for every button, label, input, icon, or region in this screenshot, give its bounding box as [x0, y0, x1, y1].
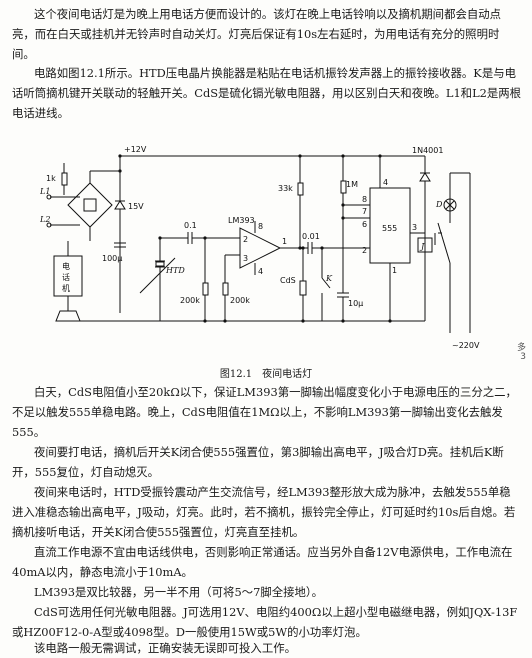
label-pin2: 2	[243, 235, 248, 244]
body-paragraph-5: LM393是双比较器，另一半不用（可将5～7脚全接地）。	[34, 585, 323, 599]
body-paragraph-4: 直流工作电源不宜由电话线供电，否则影响正常通话。应当另外自备12V电源供电，工作…	[12, 545, 513, 579]
label-555-pin8: 8	[362, 195, 367, 204]
figure-caption: 图12.1 夜间电话灯	[219, 369, 313, 380]
label-lm393: LM393	[228, 216, 255, 225]
label-555-pin2: 2	[362, 246, 367, 255]
label-555-pin4: 4	[383, 178, 388, 187]
label-phone-2: 话	[62, 272, 70, 282]
label-k: K	[325, 274, 333, 283]
label-100u: 100μ	[102, 254, 122, 263]
label-200k-a: 200k	[180, 296, 200, 305]
label-200k-b: 200k	[230, 296, 250, 305]
label-555-pin3: 3	[412, 223, 417, 232]
label-phone-3: 机	[62, 283, 70, 293]
label-l2: L2	[40, 215, 50, 224]
label-555-pin6: 6	[362, 220, 367, 229]
intro-paragraph-2: 电路如图12.1所示。HTD压电晶片换能器是粘贴在电话机振铃发声器上的振铃接收器…	[12, 66, 522, 120]
label-pin3: 3	[243, 254, 248, 263]
label-cds: CdS	[280, 276, 296, 285]
label-pin4: 4	[258, 267, 263, 276]
label-220v: ~220V	[452, 341, 480, 350]
label-pin8: 8	[258, 222, 263, 231]
body-paragraph-3: 夜间来电话时，HTD受振铃震动产生交流信号，经LM393整形放大成为脉冲，去触发…	[12, 485, 516, 539]
label-lamp-d: D	[435, 200, 443, 209]
label-555-pin7: 7	[362, 207, 367, 216]
label-l1: L1	[40, 187, 50, 196]
label-phone-1: 电	[62, 261, 70, 271]
label-c001: 0.01	[302, 232, 320, 241]
label-1m: 1M	[346, 180, 358, 189]
body-paragraph-1: 白天，CdS电阻值小至20kΩ以下，保证LM393第一脚输出幅度变化小于电源电压…	[12, 385, 517, 439]
label-555: 555	[382, 224, 397, 233]
intro-paragraph-1: 这个夜间电话灯是为晚上用电话方便而设计的。该灯在晚上电话铃响以及摘机期间都会自动…	[12, 7, 502, 61]
body-paragraph-6: CdS可选用任何光敏电阻器。J可选用12V、电阻约400Ω以上超小型电磁继电器，…	[12, 605, 518, 639]
label-12v: +12V	[124, 145, 147, 154]
label-1k: 1k	[46, 174, 56, 183]
label-c01: 0.1	[184, 221, 197, 230]
label-15v: 15V	[128, 202, 144, 211]
label-10u: 10μ	[348, 299, 363, 308]
label-pin1: 1	[282, 237, 287, 246]
body-paragraph-2: 夜间要打电话，摘机后开关K闭合使555强置位，第3脚输出高电平，J吸合灯D亮。挂…	[12, 445, 504, 479]
body-paragraph-7: 该电路一般无需调试，正确安装无误即可投入工作。	[34, 641, 296, 655]
label-htd: HTD	[165, 266, 185, 275]
label-1n4001: 1N4001	[412, 146, 443, 155]
margin-mark-1: 多	[516, 343, 526, 353]
label-33k: 33k	[278, 184, 293, 193]
circuit-diagram: +12V 1k L1 L2 15V 100μ 电 话 机 0.1 HTD 200…	[40, 145, 480, 350]
label-555-pin1: 1	[392, 266, 397, 275]
margin-mark-2: 3	[520, 352, 526, 362]
label-relay-j: J	[419, 242, 425, 251]
